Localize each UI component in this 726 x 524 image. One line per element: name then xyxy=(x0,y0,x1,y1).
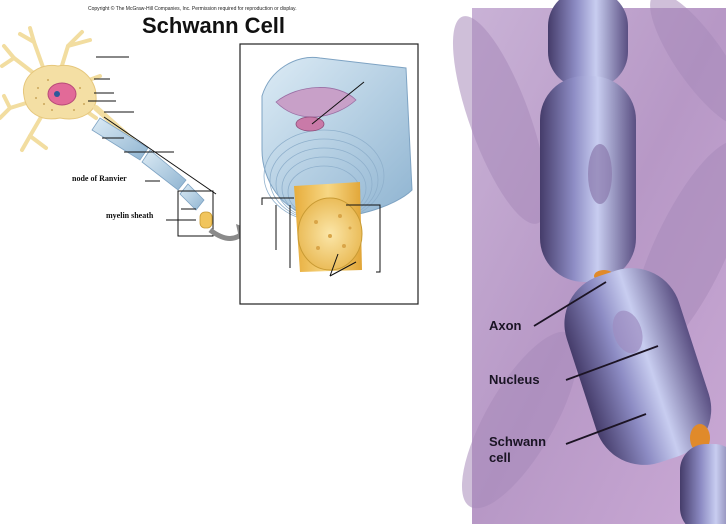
schwann-segment-bottom xyxy=(680,444,726,524)
nucleus xyxy=(48,83,76,105)
schwann-photo-illustration xyxy=(434,0,726,524)
label-schwann-cell: Schwann cell xyxy=(489,434,546,466)
schwann-segment-middle xyxy=(540,76,636,282)
nucleolus xyxy=(54,91,60,97)
middle-nucleus-bulge xyxy=(588,144,612,204)
myelin-segments xyxy=(92,118,204,210)
label-node-of-ranvier: node of Ranvier xyxy=(72,174,127,183)
label-schwann-line1: Schwann xyxy=(489,434,546,450)
schwann-segment-top xyxy=(548,0,628,88)
magnified-inset xyxy=(240,44,418,304)
copyright-notice: Copyright © The McGraw-Hill Companies, I… xyxy=(88,6,358,12)
label-myelin-sheath: myelin sheath xyxy=(106,211,153,220)
figure-title: Schwann Cell xyxy=(142,13,285,39)
label-axon: Axon xyxy=(489,318,522,334)
label-schwann-line2: cell xyxy=(489,450,546,466)
label-nucleus: Nucleus xyxy=(489,372,540,388)
schwann-nucleus xyxy=(296,117,324,131)
axon-end xyxy=(200,212,212,228)
neuron-illustration xyxy=(0,28,252,242)
